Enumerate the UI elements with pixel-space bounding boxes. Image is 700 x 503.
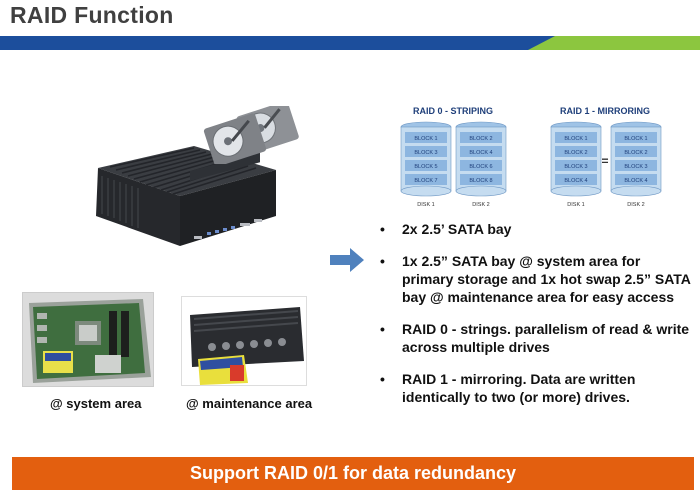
bullet-raid0: RAID 0 - strings. parallelism of read & …: [378, 320, 694, 356]
raid1-disk1-label: DISK 1: [567, 202, 584, 208]
raid0-disk1-label: DISK 1: [417, 202, 434, 208]
hard-drives-image: [203, 106, 299, 164]
raid1-disk2-label: DISK 2: [627, 202, 644, 208]
raid0-disk1-block-3: BLOCK 5: [414, 164, 437, 170]
raid0-disk1-block-4: BLOCK 7: [414, 178, 437, 184]
footer-banner: Support RAID 0/1 for data redundancy: [12, 457, 694, 490]
raid0-disk2-block-1: BLOCK 2: [469, 136, 492, 142]
raid1-equals-sign: =: [601, 154, 608, 168]
right-arrow-icon: [330, 248, 364, 272]
raid0-disk2-label: DISK 2: [472, 202, 489, 208]
bullet-raid1: RAID 1 - mirroring. Data are written ide…: [378, 370, 694, 406]
raid0-disk2-block-4: BLOCK 8: [469, 178, 492, 184]
slide-title: RAID Function: [10, 2, 174, 28]
maintenance-area-photo: [181, 296, 307, 386]
bullet-sata-bays: 2x 2.5’ SATA bay: [378, 220, 694, 238]
raid1-disk1-block-3: BLOCK 3: [564, 164, 587, 170]
raid0-disk1-block-1: BLOCK 1: [414, 136, 437, 142]
raid1-disk1: BLOCK 1 BLOCK 2 BLOCK 3 BLOCK 4 DISK 1: [550, 121, 602, 208]
raid0-disk1-block-2: BLOCK 3: [414, 150, 437, 156]
header-blue-band: [0, 36, 700, 50]
bullet-bay-locations: 1x 2.5” SATA bay @ system area for prima…: [378, 252, 694, 306]
raid0-disk2-block-3: BLOCK 6: [469, 164, 492, 170]
raid1-disk2-block-3: BLOCK 3: [624, 164, 647, 170]
raid1-disk2: BLOCK 1 BLOCK 2 BLOCK 3 BLOCK 4 DISK 2: [610, 121, 662, 208]
raid0-disk2-block-2: BLOCK 4: [469, 150, 492, 156]
raid0-disk1: BLOCK 1 BLOCK 3 BLOCK 5 BLOCK 7 DISK 1: [400, 121, 452, 208]
raid-diagram: RAID 0 - STRIPING RAID 1 - MIRRORING = B…: [400, 106, 662, 208]
raid0-disk2: BLOCK 2 BLOCK 4 BLOCK 6 BLOCK 8 DISK 2: [455, 121, 507, 208]
raid1-disk1-block-1: BLOCK 1: [564, 136, 587, 142]
raid1-title: RAID 1 - MIRRORING: [560, 106, 650, 116]
header-green-band: [528, 36, 700, 50]
maintenance-area-caption: @ maintenance area: [186, 396, 313, 411]
raid1-disk2-block-1: BLOCK 1: [624, 136, 647, 142]
raid1-disk1-block-4: BLOCK 4: [564, 178, 587, 184]
system-area-caption: @ system area: [50, 396, 142, 411]
raid1-disk1-block-2: BLOCK 2: [564, 150, 587, 156]
system-area-photo: [22, 292, 154, 387]
raid0-title: RAID 0 - STRIPING: [413, 106, 493, 116]
header-color-band: [0, 36, 700, 50]
raid1-disk2-block-2: BLOCK 2: [624, 150, 647, 156]
raid1-disk2-block-4: BLOCK 4: [624, 178, 647, 184]
feature-bullet-list: 2x 2.5’ SATA bay 1x 2.5” SATA bay @ syst…: [378, 220, 694, 420]
